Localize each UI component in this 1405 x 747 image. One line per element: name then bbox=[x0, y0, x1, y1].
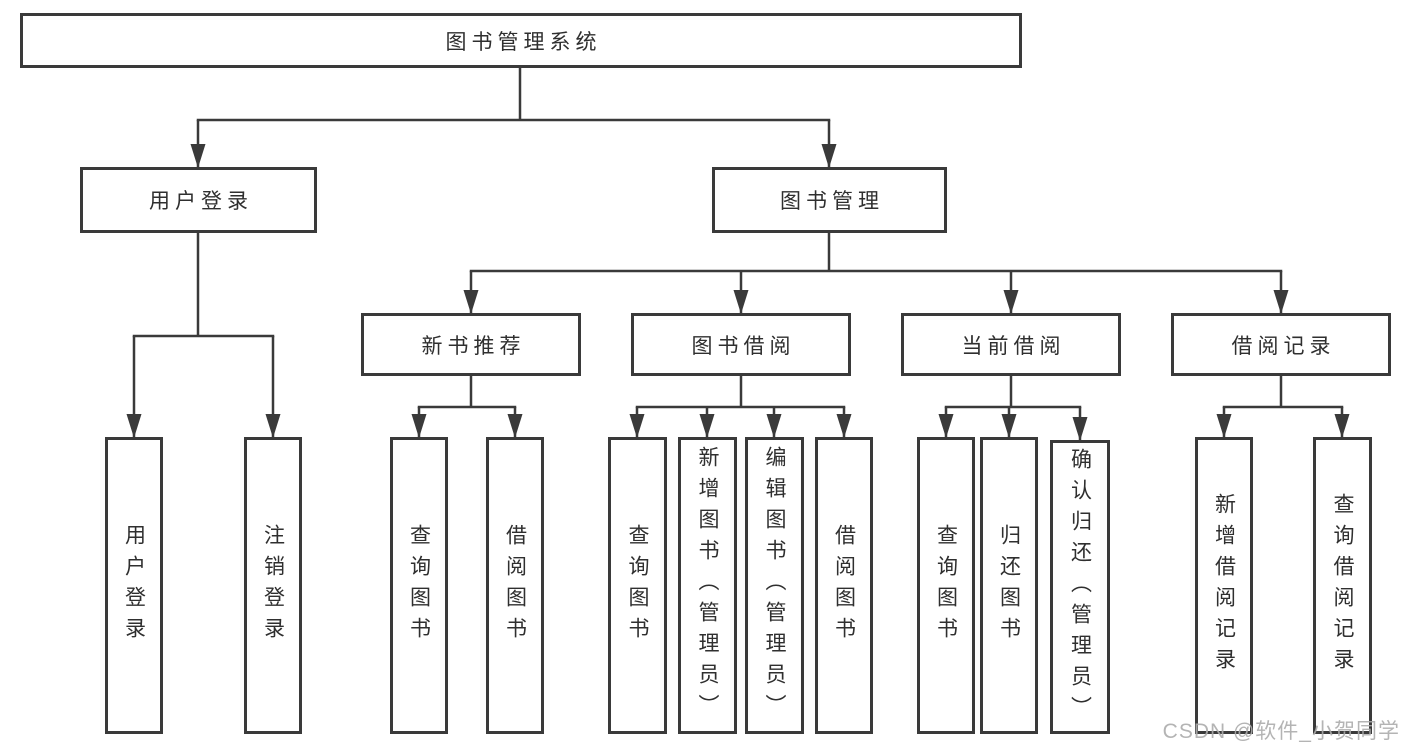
node-new-book-rec: 新书推荐 bbox=[361, 313, 581, 376]
leaf-query-books-2-label: 查询图书 bbox=[626, 523, 649, 648]
leaf-query-books-2: 查询图书 bbox=[608, 437, 667, 734]
node-current-borrow: 当前借阅 bbox=[901, 313, 1121, 376]
leaf-logout: 注销登录 bbox=[244, 437, 302, 734]
leaf-add-book-admin: 新增图书（管理员） bbox=[678, 437, 737, 734]
connector-book-mgmt-to-level3 bbox=[463, 231, 1289, 314]
node-user-login-label: 用户登录 bbox=[149, 190, 253, 213]
leaf-add-borrow-record: 新增借阅记录 bbox=[1195, 437, 1253, 734]
connector-new-book-rec-to-leaves bbox=[411, 374, 523, 438]
node-book-mgmt-label: 图书管理 bbox=[780, 190, 884, 213]
leaf-add-book-admin-label: 新增图书（管理员） bbox=[696, 446, 719, 725]
leaf-user-login-label: 用户登录 bbox=[122, 523, 146, 648]
leaf-query-borrow-record: 查询借阅记录 bbox=[1313, 437, 1372, 734]
node-book-borrow: 图书借阅 bbox=[631, 313, 851, 376]
leaf-edit-book-admin-label: 编辑图书（管理员） bbox=[763, 446, 786, 725]
leaf-confirm-return-admin-label: 确认归还（管理员） bbox=[1068, 447, 1092, 727]
leaf-confirm-return-admin: 确认归还（管理员） bbox=[1050, 440, 1110, 734]
leaf-query-books-3-label: 查询图书 bbox=[934, 523, 958, 648]
trunk-line bbox=[469, 231, 1283, 273]
leaf-query-books-1-label: 查询图书 bbox=[407, 523, 431, 648]
leaf-borrow-books-1-label: 借阅图书 bbox=[503, 523, 527, 648]
leaf-return-books-label: 归还图书 bbox=[997, 523, 1021, 648]
leaf-query-books-3: 查询图书 bbox=[917, 437, 975, 734]
leaf-borrow-books-2-label: 借阅图书 bbox=[832, 523, 856, 648]
trunk-line bbox=[196, 66, 831, 122]
trunk-line bbox=[132, 231, 275, 338]
node-user-login: 用户登录 bbox=[80, 167, 317, 233]
node-book-mgmt: 图书管理 bbox=[712, 167, 947, 233]
leaf-logout-label: 注销登录 bbox=[261, 523, 285, 648]
leaf-query-books-1: 查询图书 bbox=[390, 437, 448, 734]
leaf-borrow-books-2: 借阅图书 bbox=[815, 437, 873, 734]
connector-book-borrow-to-leaves bbox=[629, 374, 852, 438]
node-root-label: 图书管理系统 bbox=[445, 30, 602, 54]
connector-borrow-records-to-leaves bbox=[1216, 374, 1350, 438]
connector-root-to-level2 bbox=[190, 66, 837, 168]
leaf-borrow-books-1: 借阅图书 bbox=[486, 437, 544, 734]
connector-current-borrow-to-leaves bbox=[938, 374, 1088, 441]
watermark: CSDN @软件_小贺同学 bbox=[1162, 720, 1400, 743]
trunk-line bbox=[944, 374, 1082, 409]
leaf-query-borrow-record-label: 查询借阅记录 bbox=[1331, 492, 1354, 679]
node-current-borrow-label: 当前借阅 bbox=[961, 334, 1066, 358]
node-borrow-records-label: 借阅记录 bbox=[1231, 334, 1336, 358]
leaf-add-borrow-record-label: 新增借阅记录 bbox=[1212, 492, 1236, 679]
trunk-line bbox=[1222, 374, 1344, 409]
leaf-user-login: 用户登录 bbox=[105, 437, 163, 734]
node-root: 图书管理系统 bbox=[20, 13, 1022, 68]
trunk-line bbox=[417, 374, 517, 409]
node-book-borrow-label: 图书借阅 bbox=[691, 334, 796, 358]
node-borrow-records: 借阅记录 bbox=[1171, 313, 1391, 376]
trunk-line bbox=[635, 374, 846, 409]
leaf-edit-book-admin: 编辑图书（管理员） bbox=[745, 437, 804, 734]
connector-user-login-to-leaves bbox=[126, 231, 281, 438]
leaf-return-books: 归还图书 bbox=[980, 437, 1038, 734]
node-new-book-rec-label: 新书推荐 bbox=[421, 334, 526, 358]
